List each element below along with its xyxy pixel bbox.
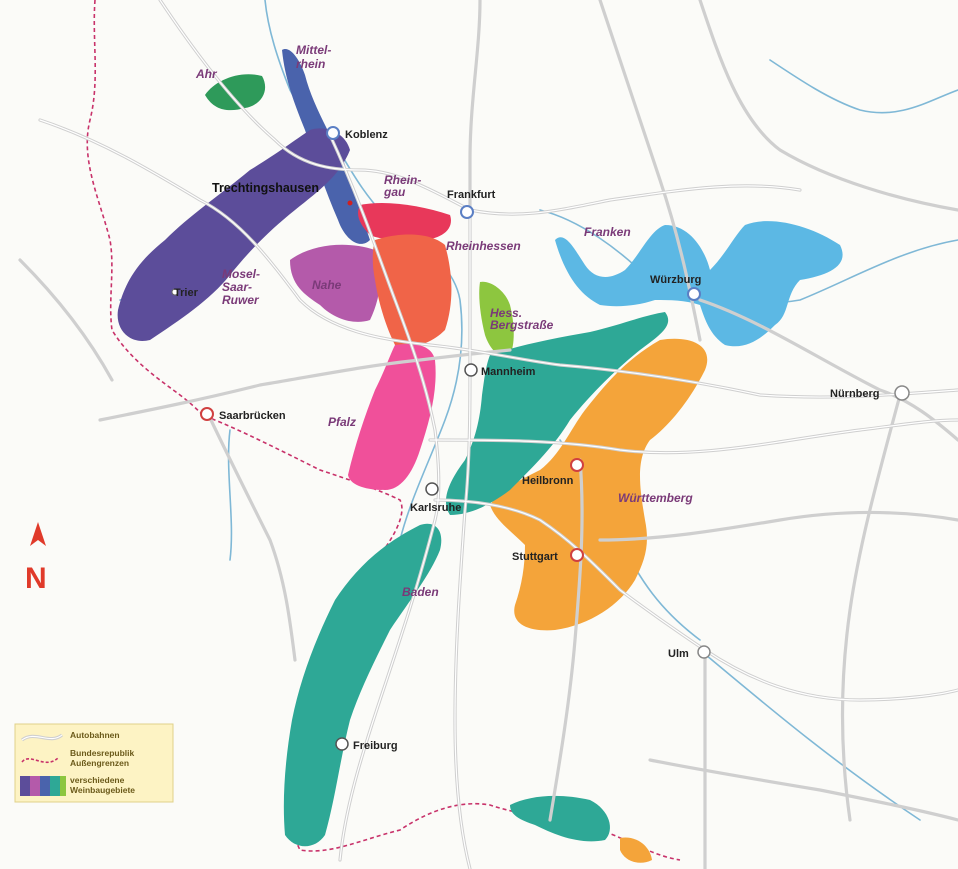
city-wuerzburg[interactable]: Würzburg: [650, 274, 701, 301]
region-label-franken: Franken: [584, 225, 631, 239]
legend-autobahn-swatch: [21, 733, 64, 742]
city-karlsruhe[interactable]: Karlsruhe: [410, 482, 461, 514]
city-label: Koblenz: [345, 129, 388, 141]
city-label: Stuttgart: [512, 551, 558, 563]
region-labels: Ahr Mittel-rhein Mosel-Saar-Ruwer Rhein-…: [195, 43, 693, 599]
highlight-label: Trechtingshausen: [212, 181, 319, 195]
autobahn-network: [18, 0, 958, 869]
region-label-mosel: Mosel-Saar-Ruwer: [222, 267, 260, 307]
city-label: Nürnberg: [830, 388, 880, 400]
highlight-trechtingshausen[interactable]: Trechtingshausen: [212, 181, 353, 206]
city-freiburg[interactable]: Freiburg: [335, 737, 398, 752]
city-ulm[interactable]: Ulm: [668, 645, 711, 660]
city-koblenz[interactable]: Koblenz: [326, 126, 388, 141]
region-label-rheingau: Rhein-gau: [383, 173, 421, 199]
region-shape-rheinhessen: [372, 234, 452, 347]
city-trier[interactable]: Trier: [171, 287, 199, 299]
city-label: Frankfurt: [447, 189, 496, 201]
legend-region-swatch: [20, 776, 66, 796]
city-markers: Koblenz Frankfurt Trier Saarbrücken Mann…: [171, 126, 910, 752]
city-heilbronn[interactable]: Heilbronn: [522, 458, 584, 487]
city-label: Mannheim: [481, 366, 536, 378]
region-shape-pfalz: [348, 343, 436, 490]
region-shape-bodensee-2: [620, 837, 652, 863]
city-label: Heilbronn: [522, 475, 574, 487]
city-nuernberg[interactable]: Nürnberg: [830, 385, 910, 401]
city-label: Würzburg: [650, 274, 701, 286]
legend-border-swatch: [21, 757, 59, 764]
region-shape-hess: [479, 281, 514, 357]
region-label-mittelrhein: Mittel-rhein: [296, 43, 331, 71]
region-shape-nahe: [290, 244, 381, 322]
region-shape-wuerttemberg: [490, 338, 708, 631]
city-label: Karlsruhe: [410, 502, 461, 514]
city-label: Ulm: [668, 648, 689, 660]
city-mannheim[interactable]: Mannheim: [464, 363, 536, 378]
region-shape-franken: [555, 221, 843, 347]
region-label-baden: Baden: [402, 585, 439, 599]
north-label: N: [25, 562, 47, 595]
city-label: Trier: [174, 287, 199, 299]
region-label-hess: Hess.Bergstraße: [490, 306, 554, 332]
legend-item-autobahnen: Autobahnen: [70, 730, 120, 740]
region-shape-mosel: [117, 128, 350, 341]
region-label-rheinhessen: Rheinhessen: [446, 239, 521, 253]
region-shape-rheingau: [358, 203, 451, 240]
region-shape-baden-north: [445, 312, 669, 515]
city-saarbruecken[interactable]: Saarbrücken: [200, 407, 286, 422]
national-border: [86, 0, 681, 861]
region-label-pfalz: Pfalz: [328, 415, 356, 429]
north-arrow-icon: [30, 522, 46, 546]
north-arrow: N: [25, 522, 47, 595]
region-label-nahe: Nahe: [312, 278, 342, 292]
region-shape-bodensee-1: [510, 795, 610, 842]
city-label: Saarbrücken: [219, 410, 286, 422]
region-label-ahr: Ahr: [195, 67, 218, 81]
city-label: Freiburg: [353, 740, 398, 752]
wine-regions: [117, 49, 843, 863]
city-frankfurt[interactable]: Frankfurt: [447, 189, 496, 219]
region-shape-baden-south: [283, 523, 442, 847]
region-label-wuerttemberg: Württemberg: [618, 491, 693, 505]
city-stuttgart[interactable]: Stuttgart: [512, 548, 584, 563]
